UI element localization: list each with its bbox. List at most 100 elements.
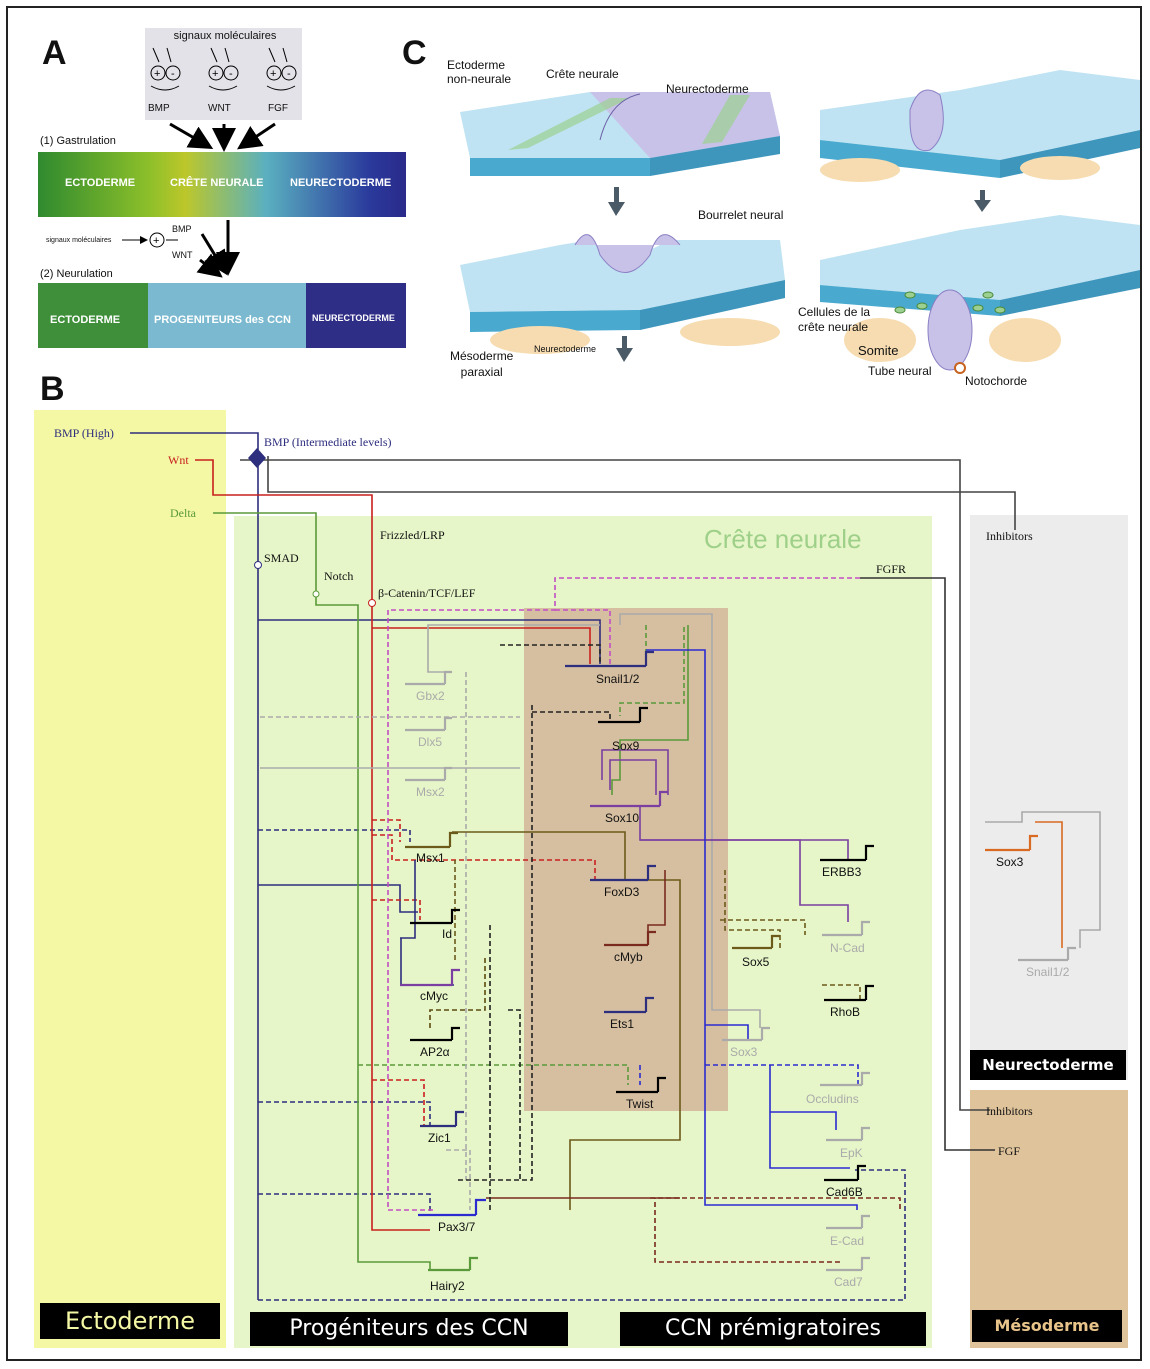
band2-ectoderme-label: ECTODERME [50,314,121,326]
gene-sox10 [590,790,668,808]
gene-snail12b [1018,946,1076,962]
band1-neurectoderme: NEURECTODERME [290,177,392,189]
gene-rhob [824,984,874,1002]
gene-sox3a [722,1026,770,1042]
label-crete-neurale: Crête neurale [546,67,619,81]
label-catenin: β-Catenin/TCF/LEF [378,586,476,600]
ectoderm-region [34,410,226,1348]
label-sox3: Sox3 [996,855,1024,869]
slab-closing [820,70,1140,182]
gene-hairy2 [428,1256,478,1272]
side-signals-label: signaux moléculaires [46,237,112,244]
ecto-line2: non-neurale [447,72,512,86]
wnt-label: WNT [172,250,193,260]
label-fgfr: FGFR [876,562,906,576]
label-cmyc: cMyc [420,989,448,1003]
neurectoderm-region [970,515,1128,1080]
signal-bmp: BMP [148,103,170,114]
gene-cmyc [400,968,460,987]
gene-msx2 [405,766,452,782]
band1-ectoderme: ECTODERME [65,177,136,189]
signals-box [145,28,302,120]
gene-ecad [826,1214,870,1230]
gene-pax37 [418,1198,486,1217]
svg-text:+: + [212,68,218,80]
gastrulation-label: (1) Gastrulation [40,135,116,147]
neurulation-arrows: + [122,220,240,278]
label-snail12: Snail1/2 [596,672,640,686]
band1-crete: CRÊTE NEURALE [170,177,264,189]
label-sox3a: Sox3 [730,1045,758,1059]
catenin-node [368,599,376,607]
slab-tube [820,215,1140,374]
label-frizzled: Frizzled/LRP [380,528,445,542]
panel-c-letter: C [402,34,427,72]
bmp-plus-minus: +- [150,47,181,91]
bmp-diamond [248,448,266,468]
gene-erbb3 [820,844,874,862]
cell-line1: Cellules de la [798,305,871,319]
label-bourrelet: Bourrelet neural [698,208,784,222]
gene-cad7 [826,1256,870,1272]
label-zic1: Zic1 [428,1131,451,1145]
figure-frame [6,6,1142,1361]
label-ncad: N-Cad [830,941,865,955]
gene-foxd3 [590,864,656,882]
label-smad: SMAD [264,551,299,565]
svg-text:+: + [270,68,276,80]
gene-gbx2 [405,670,452,686]
label-gbx2: Gbx2 [416,689,445,703]
cell-line2: crête neurale [798,320,869,334]
slab-flat [460,92,780,176]
label-inhibitors: Inhibitors [986,529,1033,543]
gene-cad6b [824,1164,866,1182]
label-cad7: Cad7 [834,1275,863,1289]
band2-progenitors [148,283,306,348]
gene-sox3 [985,834,1038,852]
gene-snail12 [565,650,654,668]
label-hairy2: Hairy2 [430,1279,465,1293]
signal-symbols: +- +- +- [150,47,297,91]
gene-dlx5 [405,716,452,732]
meso-line2: paraxial [460,365,503,379]
svg-text:-: - [287,68,291,80]
gastrulation-band [38,152,406,217]
bmp-label: BMP [172,224,192,234]
label-tube-neural: Tube neural [868,364,932,378]
label-cad6b: Cad6B [826,1185,863,1199]
region-label-progeniteurs: Progéniteurs des CCN [250,1312,568,1346]
neurulation-illustration [460,70,1140,374]
label-dlx5: Dlx5 [418,735,442,749]
svg-text:+: + [153,235,159,247]
label-neurectoderme: Neurectoderme [666,82,749,96]
band2-neurectoderm [306,283,406,348]
label-delta: Delta [170,506,197,520]
gene-ets1 [604,996,654,1014]
region-label-mesoderme: Mésoderme [972,1310,1122,1342]
label-wnt: Wnt [168,453,189,467]
band2-progeniteurs-label: PROGENITEURS des CCN [154,314,291,326]
label-msx1: Msx1 [416,851,445,865]
gene-sox9 [598,706,648,724]
label-mesoderme-paraxial: Mésoderme paraxial [450,348,513,380]
region-label-ectoderme: Ectoderme [40,1303,220,1339]
label-neurecto-small: Neurectoderme [534,344,597,354]
signal-arrows [169,122,276,152]
wnt-plus-minus: +- [208,47,239,91]
crete-neurale-title: Crête neurale [704,524,862,554]
gene-ncad [822,920,870,937]
gene-msx1 [405,831,458,849]
meso-line1: Mésoderme [450,349,514,363]
label-epk: EpK [840,1146,863,1160]
svg-text:-: - [229,68,233,80]
signal-fgf: FGF [268,103,288,114]
label-msx2: Msx2 [416,785,445,799]
label-erbb3: ERBB3 [822,865,862,879]
gene-zic1 [420,1110,464,1128]
slab-fold [460,234,785,354]
label-bmp-high: BMP (High) [54,426,114,440]
panel-b-letter: B [40,370,65,408]
